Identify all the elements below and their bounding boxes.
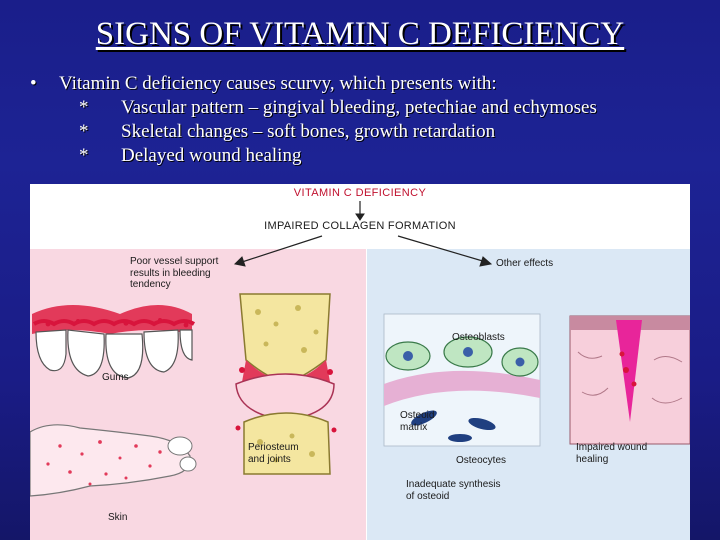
inadequate-line: of osteoid: [406, 490, 450, 502]
wound-label: Impaired wound healing: [576, 442, 647, 465]
illustration-drawings: [30, 201, 690, 497]
bullet-list: • Vitamin C deficiency causes scurvy, wh…: [30, 72, 710, 168]
inadequate-label: Inadequate synthesis of osteoid: [406, 479, 501, 502]
sub-item-marker: *: [79, 97, 89, 118]
foot-skin-icon: [30, 424, 197, 497]
sub-item-text: Skeletal changes – soft bones, growth re…: [121, 121, 496, 142]
gums-label: Gums: [102, 372, 129, 383]
bone-cells-icon: [383, 313, 541, 447]
bullet-main-text: Vitamin C deficiency causes scurvy, whic…: [59, 73, 497, 94]
left-heading-line: tendency: [130, 279, 171, 290]
wound-line: Impaired wound: [576, 442, 648, 453]
sub-item: * Vascular pattern – gingival bleeding, …: [30, 96, 710, 120]
left-heading-line: results in bleeding: [130, 267, 211, 279]
slide-title: SIGNS OF VITAMIN C DEFICIENCY: [95, 16, 625, 52]
knee-joint-icon: [235, 293, 337, 475]
sub-item-text: Vascular pattern – gingival bleeding, pe…: [121, 97, 597, 118]
sub-item: * Skeletal changes – soft bones, growth …: [30, 120, 710, 144]
bullet-dot: •: [30, 73, 37, 94]
sub-item-text: Delayed wound healing: [121, 145, 302, 166]
periosteum-line: Periosteum: [248, 442, 299, 453]
inadequate-line: Inadequate synthesis: [406, 479, 501, 490]
sub-item-marker: *: [79, 121, 89, 142]
osteoid-label: Osteoid matrix: [400, 410, 434, 433]
left-heading: Poor vessel support results in bleeding …: [130, 256, 218, 291]
left-heading-line: Poor vessel support: [130, 256, 219, 267]
wound-line: healing: [576, 453, 609, 465]
skin-label: Skin: [108, 512, 128, 523]
osteoid-line: Osteoid: [400, 410, 435, 421]
right-heading: Other effects: [496, 258, 554, 269]
osteoblasts-label: Osteoblasts: [452, 332, 505, 343]
osteoid-line: matrix: [400, 421, 428, 433]
figure-impaired-label: IMPAIRED COLLAGEN FORMATION: [264, 220, 456, 232]
osteocytes-label: Osteocytes: [456, 455, 507, 466]
bullet-main-line: • Vitamin C deficiency causes scurvy, wh…: [30, 72, 710, 96]
figure-top-label: VITAMIN C DEFICIENCY: [293, 187, 427, 199]
gums-teeth-icon: [32, 305, 196, 379]
flow-arrows: [233, 201, 493, 267]
periosteum-label: Periosteum and joints: [248, 442, 299, 465]
periosteum-line: and joints: [248, 453, 291, 465]
wound-icon: [569, 315, 690, 445]
sub-item: * Delayed wound healing: [30, 144, 710, 168]
scurvy-illustration: VITAMIN C DEFICIENCY IMPAIRED COLLAGEN F…: [30, 184, 690, 540]
sub-item-marker: *: [79, 145, 89, 166]
